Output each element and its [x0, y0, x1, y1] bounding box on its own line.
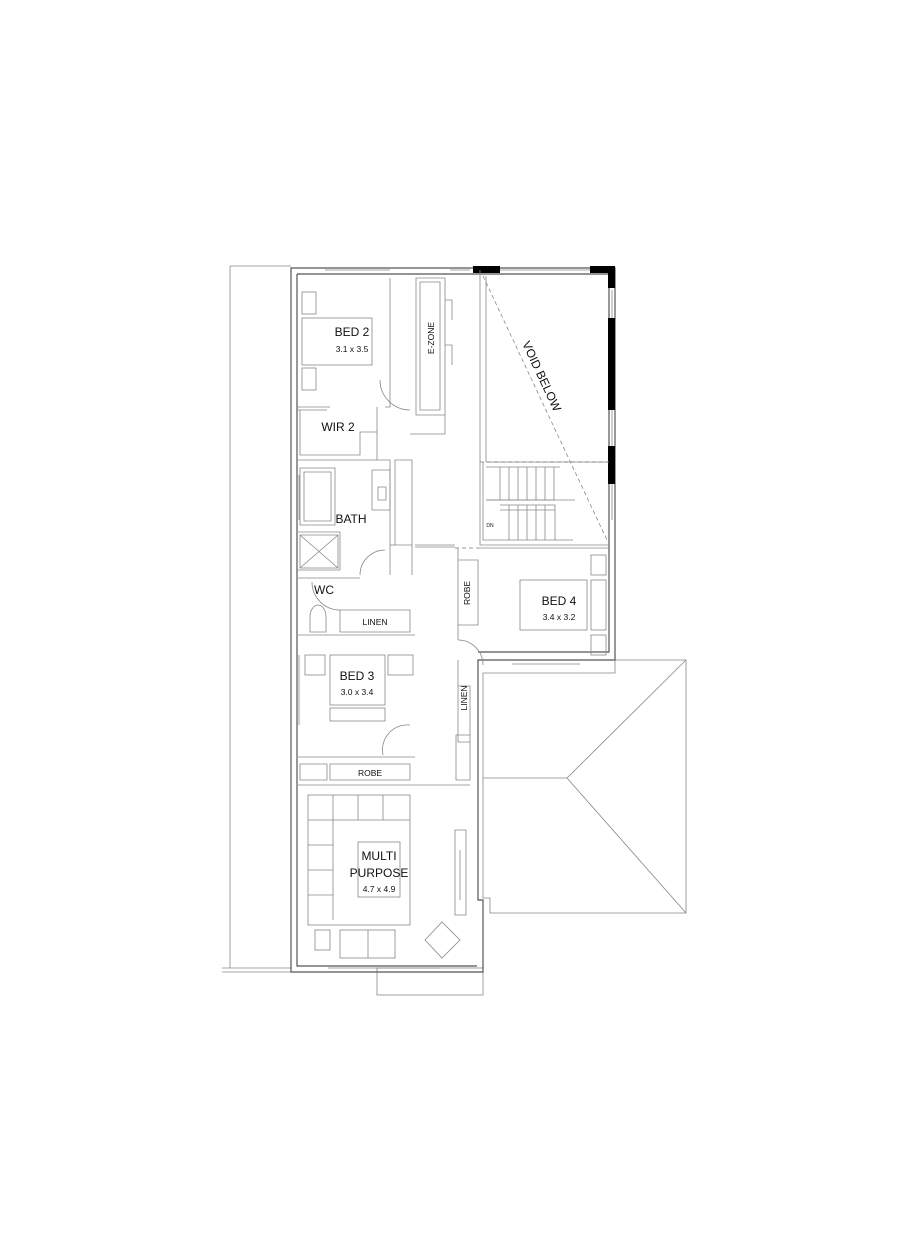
room-label-bed2: BED 2 [335, 325, 370, 339]
room-size-bed4: 3.4 x 3.2 [543, 612, 576, 622]
furniture [301, 291, 607, 959]
room-label-void: VOID BELOW [519, 339, 564, 414]
room-size-multi: 4.7 x 4.9 [363, 884, 396, 894]
room-label-ezone: E-ZONE [426, 322, 436, 354]
room-label-wir2: WIR 2 [321, 420, 355, 434]
internal-walls [297, 270, 609, 916]
room-label-bed4: BED 4 [542, 594, 577, 608]
stair-direction-label: DN [486, 523, 494, 529]
room-label-wc: WC [314, 583, 334, 597]
room-label-robe-2: ROBE [358, 768, 382, 778]
room-label-bath: BATH [335, 512, 366, 526]
room-label-linen: LINEN [362, 617, 387, 627]
room-label-purpose: PURPOSE [350, 866, 409, 880]
room-size-bed2: 3.1 x 3.5 [336, 344, 369, 354]
site-outline [222, 265, 484, 996]
roof-below [482, 659, 687, 914]
room-label-robe: ROBE [462, 581, 472, 605]
room-label-bed3: BED 3 [340, 669, 375, 683]
room-label-linen-2: LINEN [459, 685, 469, 710]
external-walls [290, 266, 616, 973]
room-label-multi: MULTI [361, 849, 396, 863]
stair [455, 275, 609, 549]
doors [311, 379, 484, 756]
room-size-bed3: 3.0 x 3.4 [341, 687, 374, 697]
